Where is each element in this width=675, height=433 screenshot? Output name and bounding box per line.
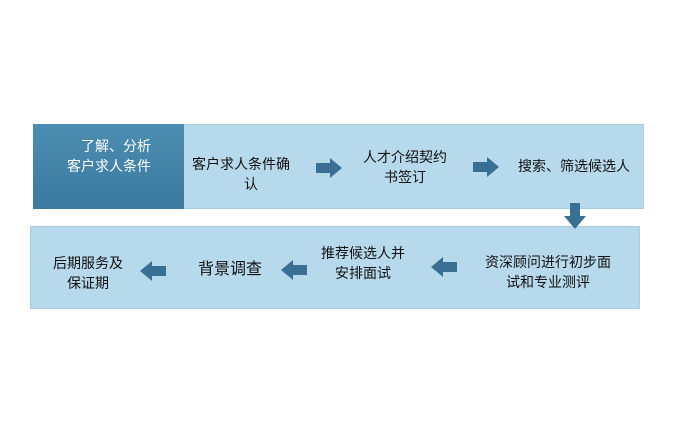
step-4-label: 搜索、筛选候选人 <box>518 159 630 175</box>
arrow-right-icon <box>473 157 499 177</box>
flow-band-row-2 <box>30 226 640 309</box>
step-2-label: 客户求人条件确 认 <box>192 157 290 193</box>
arrow-down-icon <box>564 203 586 229</box>
step-3-label: 人才介绍契约 书签订 <box>363 150 447 186</box>
step-1-label: 了解、分析 客户求人条件 <box>67 139 151 175</box>
step-6-label: 推荐候选人并 安排面试 <box>321 246 405 282</box>
arrow-left-icon <box>281 260 307 280</box>
arrow-left-icon <box>431 257 457 277</box>
step-5-label: 资深顾问进行初步面 试和专业测评 <box>485 255 611 291</box>
arrow-right-icon <box>316 158 342 178</box>
step-8-label: 后期服务及 保证期 <box>53 256 123 292</box>
step-7-label: 背景调查 <box>197 259 262 278</box>
step-1-highlight-box <box>33 124 184 209</box>
arrow-left-icon <box>140 261 166 281</box>
